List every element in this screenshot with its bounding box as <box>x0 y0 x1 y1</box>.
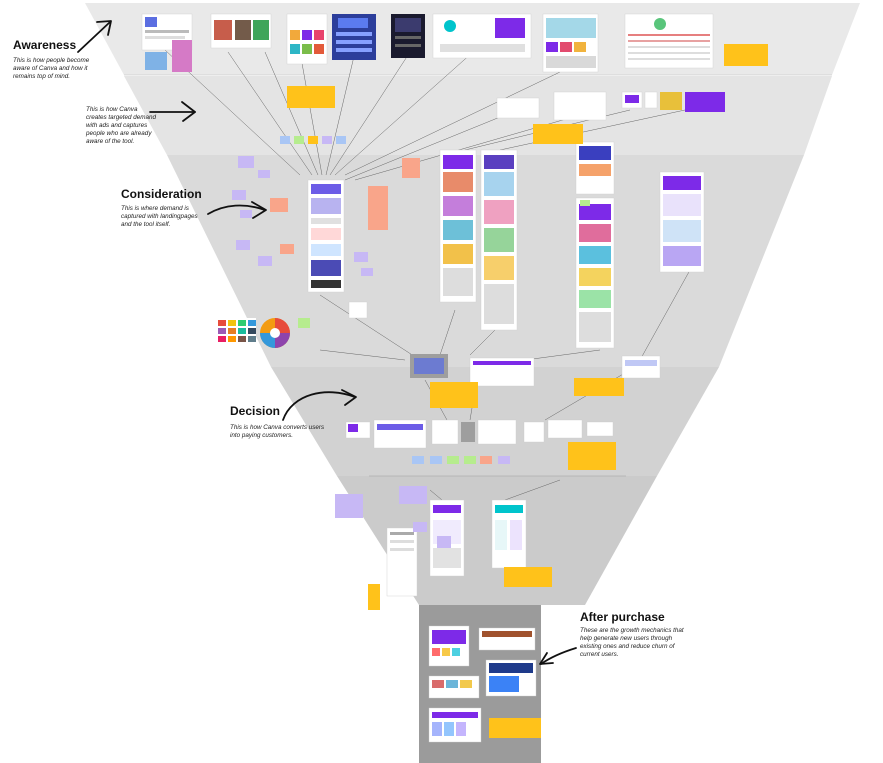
decision-screens <box>345 419 614 597</box>
hand-drawn-arrow-icon <box>539 647 577 665</box>
stage-description-ads: This is how Canva creates targeted deman… <box>86 106 157 145</box>
stage-title-decision: Decision <box>230 404 281 418</box>
stage-title-consideration: Consideration <box>121 187 202 201</box>
hand-drawn-arrow-icon <box>149 101 196 122</box>
small-notes <box>280 136 590 464</box>
consideration-pages <box>216 141 705 387</box>
stage-title-after-purchase: After purchase <box>580 610 665 624</box>
after-purchase-screens <box>428 625 537 743</box>
stage-title-awareness: Awareness <box>13 38 77 52</box>
hand-drawn-arrow-icon <box>207 201 267 219</box>
stage-description-awareness: This is how people become aware of Canva… <box>13 57 90 80</box>
hand-drawn-arrow-icon <box>282 389 357 421</box>
ads-screens <box>496 91 725 121</box>
awareness-screens <box>141 13 714 73</box>
orange-notes <box>270 158 492 464</box>
yellow-notes <box>287 44 768 738</box>
funnel-band-ads <box>124 76 832 155</box>
stage-description-consideration: This is where demand is captured with la… <box>121 205 198 228</box>
stage-description-decision: This is how Canva converts users into pa… <box>230 424 325 439</box>
purple-notes <box>232 156 451 548</box>
hand-drawn-arrow-icon <box>77 20 112 53</box>
stage-description-after-purchase: These are the growth mechanics that help… <box>580 627 684 658</box>
